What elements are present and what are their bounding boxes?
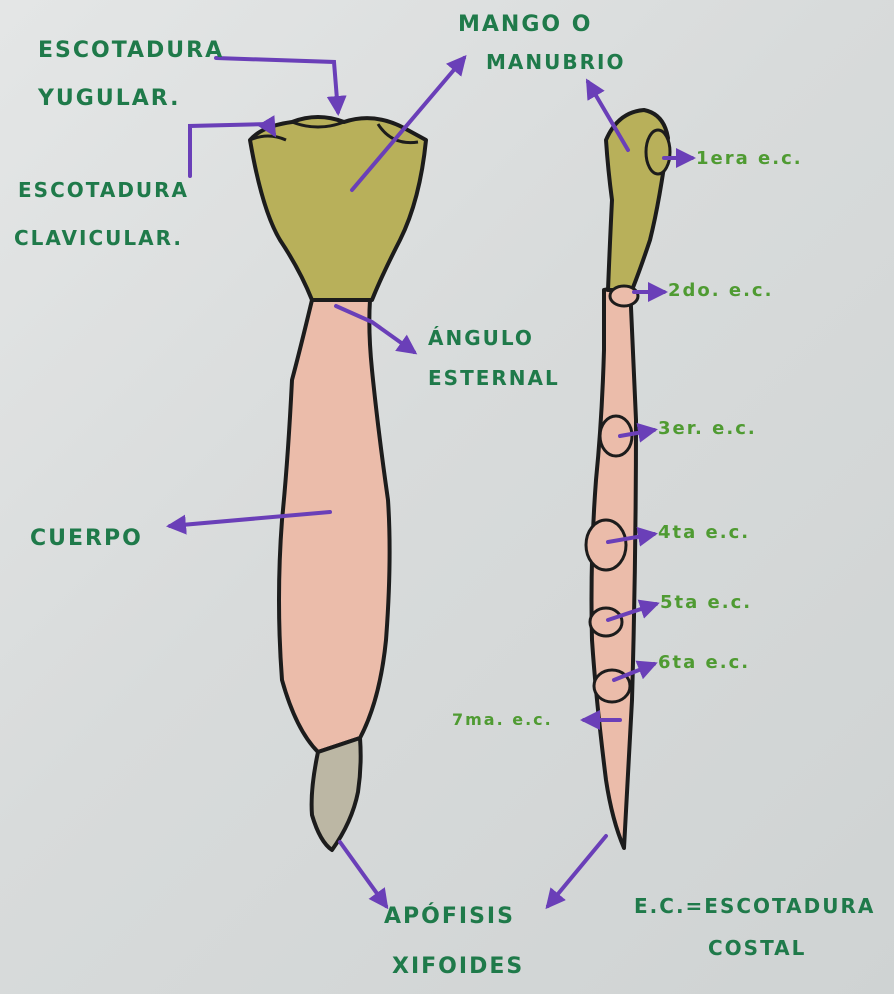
- sternum-manubrium-anterior: [250, 117, 426, 300]
- label-cc-definition-2: COSTAL: [708, 938, 806, 958]
- label-cuerpo: CUERPO: [30, 528, 143, 550]
- arrow-apofisis-left: [340, 842, 386, 906]
- sternum-body-anterior: [279, 300, 390, 752]
- label-apofisis-1: APÓFISIS: [384, 906, 515, 928]
- label-ec-7: 7ma. e.c.: [452, 712, 553, 728]
- arrow-escotadura-yugular: [216, 58, 338, 112]
- sternum-xiphoid-anterior: [312, 738, 361, 850]
- label-ec-2: 2do. e.c.: [668, 282, 773, 300]
- label-ec-4: 4ta e.c.: [658, 524, 750, 542]
- sternum-lateral: [586, 110, 670, 848]
- label-ec-3: 3er. e.c.: [658, 420, 757, 438]
- label-escotadura-clavicular-2: CLAVICULAR.: [14, 228, 183, 248]
- label-mango-1: MANGO O: [458, 14, 592, 36]
- costal-notch-4: [586, 520, 626, 570]
- label-ec-5: 5ta e.c.: [660, 594, 752, 612]
- label-mango-2: MANUBRIO: [486, 52, 625, 72]
- costal-notch-1: [646, 130, 670, 174]
- label-escotadura-yugular-1: ESCOTADURA: [38, 40, 224, 62]
- costal-notch-5: [590, 608, 622, 636]
- label-escotadura-clavicular-1: ESCOTADURA: [18, 180, 189, 200]
- label-angulo-1: ÁNGULO: [428, 328, 534, 348]
- label-cc-definition-1: E.C.=ESCOTADURA: [634, 896, 875, 916]
- costal-notch-2: [610, 286, 638, 306]
- sternum-anterior: [250, 117, 426, 850]
- label-ec-1: 1era e.c.: [696, 150, 803, 168]
- label-angulo-2: ESTERNAL: [428, 368, 560, 388]
- label-escotadura-yugular-2: YUGULAR.: [38, 88, 180, 110]
- label-apofisis-2: XIFOIDES: [392, 956, 524, 978]
- arrow-apofisis-right: [548, 836, 606, 906]
- label-ec-6: 6ta e.c.: [658, 654, 750, 672]
